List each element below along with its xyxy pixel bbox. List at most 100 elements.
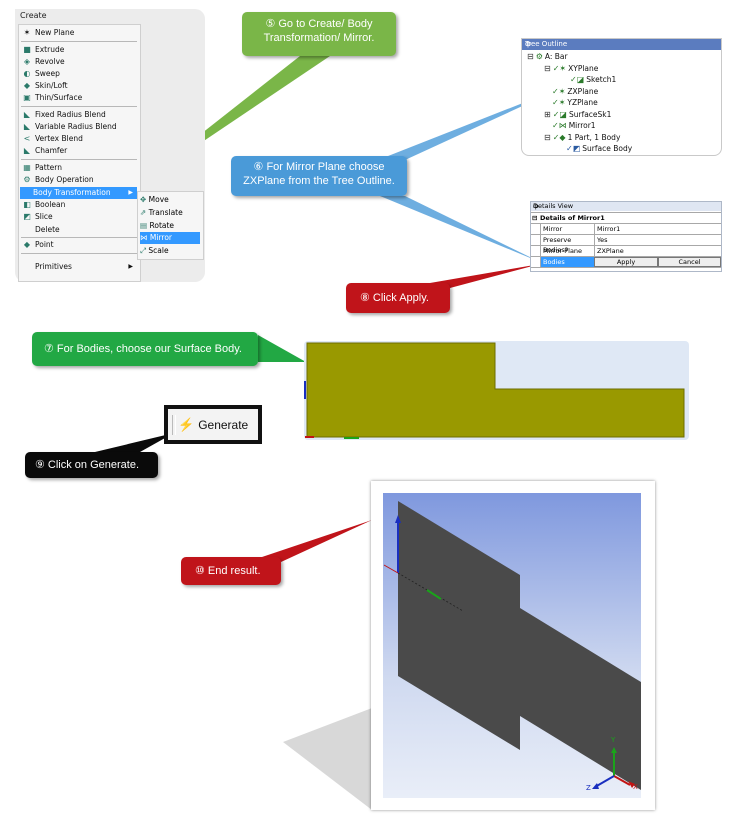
tree-node-zxplane[interactable]: ✓✶ZXPlane	[552, 87, 599, 96]
triad-z-label: Z	[586, 784, 591, 792]
mirror-icon: ✓⋈	[552, 121, 567, 130]
vertex-blend-icon: <	[23, 134, 31, 143]
result-shadow	[283, 708, 372, 810]
surface-body-graphic	[304, 342, 685, 439]
expand-toggle-icon[interactable]: ⊞	[544, 110, 551, 119]
pointer-callout-9	[95, 433, 174, 452]
menu-item-skin-loft[interactable]: ◆Skin/Loft	[23, 81, 68, 90]
submenu-item-translate[interactable]: ⇗ Translate	[140, 208, 183, 217]
pin-icon[interactable]: ф	[533, 202, 539, 210]
tree-node-root[interactable]: ⊟⚙A: Bar	[527, 52, 568, 61]
sketch-icon: ✓◪	[570, 75, 585, 84]
pointer-callout-7	[258, 335, 306, 362]
end-result-frame: Y X Z	[371, 481, 655, 810]
callout-step-8: ⑧ Click Apply.	[346, 283, 450, 313]
tree-node-parts[interactable]: ⊟✓◆1 Part, 1 Body	[544, 133, 621, 142]
details-view-titlebar: Details View ф	[531, 202, 721, 211]
surface-body-icon: ✓◩	[566, 144, 581, 153]
end-result-viewport[interactable]: Y X Z	[383, 493, 641, 798]
tree-node-yzplane[interactable]: ✓✶YZPlane	[552, 98, 598, 107]
details-view-panel: Details View ф ⊟ Details of Mirror1 Mirr…	[530, 201, 722, 272]
triad-y-label: Y	[611, 736, 616, 744]
menu-item-pattern[interactable]: ▦Pattern	[23, 163, 62, 172]
menu-item-slice[interactable]: ◩Slice	[23, 212, 53, 221]
menu-item-boolean[interactable]: ◧Boolean	[23, 200, 66, 209]
sweep-icon: ◐	[23, 69, 31, 78]
details-row-bodies[interactable]: Bodies Apply Cancel	[531, 256, 721, 268]
point-icon: ◆	[23, 240, 31, 249]
pointer-callout-6-details	[380, 196, 540, 262]
apply-button[interactable]: Apply	[594, 257, 658, 267]
callout-step-7: ⑦ For Bodies, choose our Surface Body.	[32, 332, 258, 366]
pointer-callout-8	[430, 264, 540, 288]
toolbar-grip	[172, 415, 176, 435]
blend-icon: ◣	[23, 122, 31, 131]
menu-item-fixed-radius-blend[interactable]: ◣Fixed Radius Blend	[23, 110, 106, 119]
submenu-arrow-icon: ▶	[128, 263, 133, 270]
callout-step-9: ⑨ Click on Generate.	[25, 452, 158, 478]
menu-divider	[21, 237, 137, 238]
tree-node-surface-body[interactable]: ✓◩Surface Body	[566, 144, 633, 153]
menu-item-extrude[interactable]: ■Extrude	[23, 45, 65, 54]
plane-axes-icon: ✓✶	[552, 87, 566, 96]
generate-button[interactable]: ⚡Generate	[178, 417, 249, 432]
details-row-mirror[interactable]: Mirror Mirror1	[531, 223, 721, 234]
collapse-toggle-icon[interactable]: ⊟	[532, 214, 538, 222]
menu-item-delete[interactable]: Delete▶	[22, 224, 159, 236]
menu-item-body-operation[interactable]: ⚙Body Operation	[23, 175, 94, 184]
menu-item-body-transformation[interactable]: Body Transformation▶	[20, 187, 137, 199]
menu-item-sweep[interactable]: ◐Sweep	[23, 69, 60, 78]
pointer-callout-6-tree	[383, 86, 566, 160]
submenu-item-rotate[interactable]: ▤ Rotate	[140, 221, 175, 230]
menu-divider	[21, 253, 137, 254]
details-row-preserve-bodies[interactable]: Preserve Bodies? Yes	[531, 234, 721, 254]
menu-item-new-plane[interactable]: ✶New Plane	[23, 28, 75, 37]
menu-divider	[21, 41, 137, 42]
model-icon: ⚙	[535, 52, 543, 61]
chamfer-icon: ◣	[23, 146, 31, 155]
callout-step-5: ⑤ Go to Create/ Body Transformation/ Mir…	[242, 12, 396, 56]
pin-icon[interactable]: ф	[525, 40, 531, 48]
menu-item-chamfer[interactable]: ◣Chamfer	[23, 146, 68, 155]
tree-node-sketch1[interactable]: ✓◪Sketch1	[570, 75, 617, 84]
menu-item-vertex-blend[interactable]: <Vertex Blend	[23, 134, 83, 143]
cancel-button[interactable]: Cancel	[658, 257, 721, 267]
thin-surface-icon: ▣	[23, 93, 31, 102]
menu-divider	[21, 106, 137, 107]
graphics-viewport-surface-body[interactable]	[304, 341, 689, 440]
details-view-title: Details View	[533, 202, 574, 210]
scale-icon: ⤢	[140, 246, 149, 255]
plane-axes-icon: ✶	[23, 28, 31, 37]
menu-item-revolve[interactable]: ◈Revolve	[23, 57, 65, 66]
details-section-header[interactable]: ⊟ Details of Mirror1	[531, 212, 721, 223]
tree-outline-titlebar: Tree Outline ф	[522, 39, 721, 50]
generate-highlight-frame: ⚡Generate	[164, 405, 262, 444]
generate-toolbar: ⚡Generate	[168, 409, 258, 440]
submenu-item-scale[interactable]: ⤢ Scale	[140, 246, 169, 255]
menu-item-point[interactable]: ◆Point	[23, 240, 54, 249]
details-row-mirror-plane[interactable]: Mirror Plane ZXPlane	[531, 245, 721, 256]
expand-toggle-icon[interactable]: ⊟	[544, 64, 551, 73]
menu-item-variable-radius-blend[interactable]: ◣Variable Radius Blend	[23, 122, 117, 131]
slice-icon: ◩	[23, 212, 31, 221]
pointer-callout-10	[262, 520, 372, 562]
plane-axes-icon: ✓✶	[552, 64, 567, 73]
blend-icon: ◣	[23, 110, 31, 119]
submenu-arrow-icon: ▶	[128, 189, 133, 196]
surface-icon: ✓◪	[552, 110, 567, 119]
menu-item-primitives[interactable]: Primitives▶	[35, 262, 133, 271]
create-menu-header: Create	[20, 11, 47, 20]
expand-toggle-icon[interactable]: ⊟	[544, 133, 551, 142]
part-icon: ✓◆	[552, 133, 566, 142]
boolean-icon: ◧	[23, 200, 31, 209]
tree-node-surfacesk1[interactable]: ⊞✓◪SurfaceSk1	[544, 110, 612, 119]
submenu-item-move[interactable]: ✥ Move	[140, 195, 169, 204]
rotate-icon: ▤	[140, 221, 150, 230]
mirrored-body-graphic	[383, 501, 641, 790]
tree-node-mirror1[interactable]: ✓⋈Mirror1	[552, 121, 596, 130]
menu-item-thin-surface[interactable]: ▣Thin/Surface	[23, 93, 83, 102]
expand-toggle-icon[interactable]: ⊟	[527, 52, 534, 61]
submenu-item-mirror[interactable]: ⋈ Mirror	[140, 232, 200, 244]
tree-node-xyplane[interactable]: ⊟✓✶XYPlane	[544, 64, 599, 73]
skin-loft-icon: ◆	[23, 81, 31, 90]
